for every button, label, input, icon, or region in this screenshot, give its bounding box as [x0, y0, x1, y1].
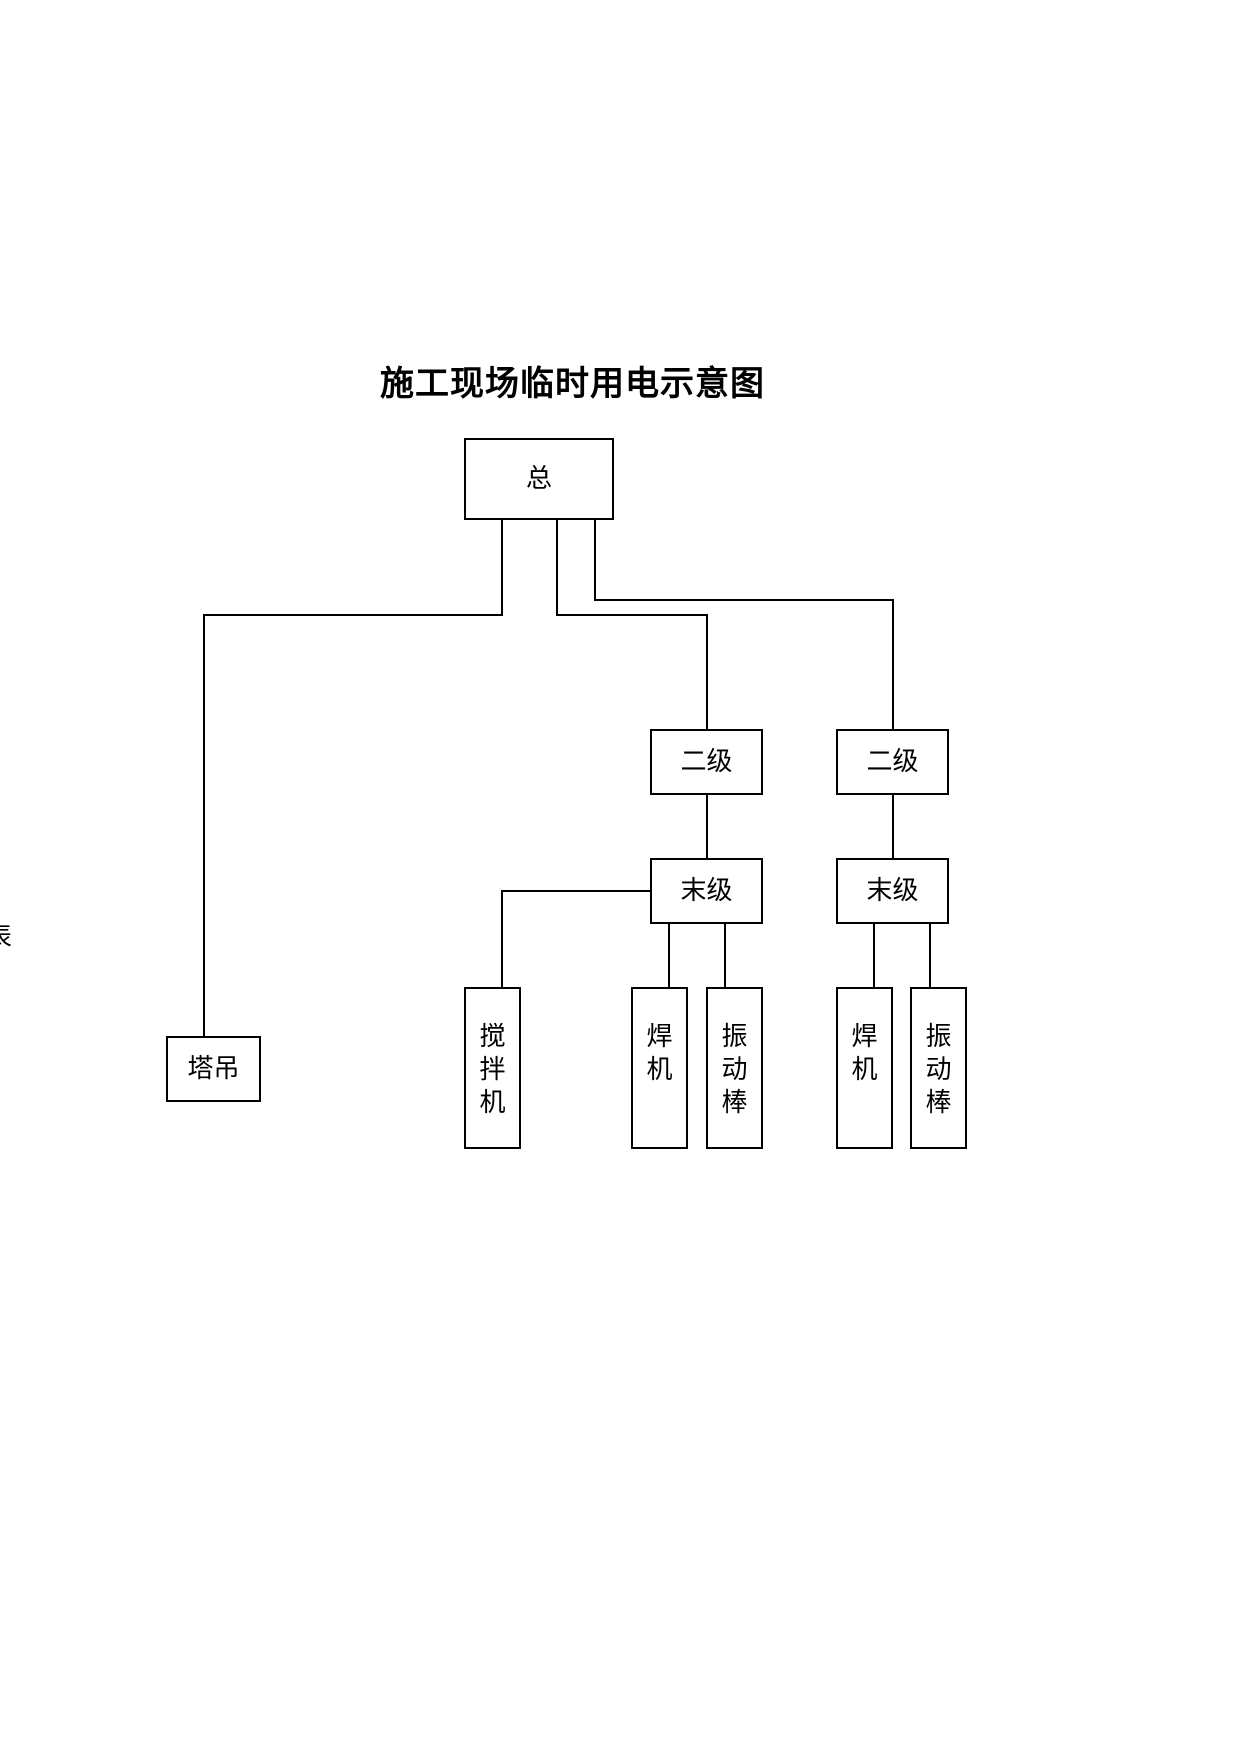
node-vibrator-2-char: 棒: [925, 1088, 952, 1118]
node-final-1: 末级: [650, 858, 763, 924]
connector-final1-to-welder1: [668, 923, 670, 988]
node-welder-1-char: 机: [646, 1055, 673, 1085]
node-secondary-2-label: 二级: [866, 747, 919, 777]
node-main-distribution: 总: [464, 438, 614, 520]
node-main-label: 总: [525, 464, 552, 494]
node-welder-1-char: 焊: [646, 1022, 673, 1052]
connector-main-to-tower-horizontal: [203, 614, 503, 616]
node-secondary-1: 二级: [650, 729, 763, 795]
connector-final2-to-vibrator2: [929, 923, 931, 988]
node-vibrator-2: 振 动 棒: [910, 987, 967, 1149]
connector-main-to-secondary1-horizontal: [556, 614, 708, 616]
connector-main-to-secondary2-vertical: [594, 519, 596, 601]
node-vibrator-2-char: 动: [925, 1055, 952, 1085]
connector-main-to-tower-vertical: [501, 519, 503, 616]
connector-secondary1-to-final1: [706, 794, 708, 860]
connector-final1-to-mixer-horizontal: [501, 890, 652, 892]
node-final-2: 末级: [836, 858, 949, 924]
node-mixer: 搅 拌 机: [464, 987, 521, 1149]
node-vibrator-1: 振 动 棒: [706, 987, 763, 1149]
left-edge-text-fragment: 表: [0, 916, 12, 953]
connector-final1-to-mixer-vertical: [501, 890, 503, 988]
connector-secondary1-drop: [706, 614, 708, 730]
node-vibrator-1-char: 棒: [721, 1088, 748, 1118]
connector-secondary2-drop: [892, 599, 894, 730]
node-final-1-label: 末级: [680, 876, 733, 906]
node-secondary-1-label: 二级: [680, 747, 733, 777]
connector-main-to-secondary1-vertical: [556, 519, 558, 616]
node-vibrator-1-char: 动: [721, 1055, 748, 1085]
connector-secondary2-to-final2: [892, 794, 894, 860]
node-final-2-label: 末级: [866, 876, 919, 906]
node-secondary-2: 二级: [836, 729, 949, 795]
connector-tower-drop: [203, 614, 205, 1037]
node-vibrator-1-char: 振: [721, 1022, 748, 1052]
node-mixer-char: 搅: [479, 1022, 506, 1052]
connector-final2-to-welder2: [873, 923, 875, 988]
node-vibrator-2-char: 振: [925, 1022, 952, 1052]
node-tower-crane-label: 塔吊: [187, 1054, 240, 1084]
connector-main-to-secondary2-horizontal: [594, 599, 894, 601]
node-tower-crane: 塔吊: [166, 1036, 261, 1102]
node-welder-1: 焊 机: [631, 987, 688, 1149]
node-welder-2-char: 机: [851, 1055, 878, 1085]
node-welder-2: 焊 机: [836, 987, 893, 1149]
connector-final1-to-vibrator1: [724, 923, 726, 988]
node-mixer-char: 拌: [479, 1055, 506, 1085]
diagram-title: 施工现场临时用电示意图: [380, 364, 765, 404]
node-welder-2-char: 焊: [851, 1022, 878, 1052]
node-mixer-char: 机: [479, 1088, 506, 1118]
